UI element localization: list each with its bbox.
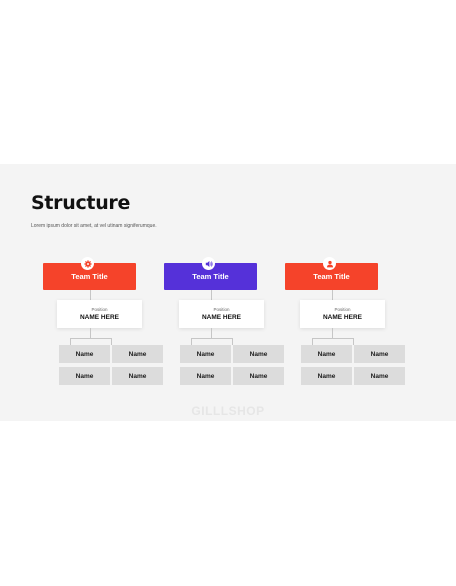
name-box: Name: [59, 345, 110, 363]
connector-line: [191, 338, 232, 339]
slide-subtitle: Lorem ipsum dolor sit amet, at vel utina…: [31, 223, 157, 229]
gear-icon: [81, 257, 94, 270]
team-title: Team Title: [313, 272, 350, 281]
position-card: Position NAME HERE: [57, 300, 142, 328]
user-icon: [323, 257, 336, 270]
name-box: Name: [180, 345, 231, 363]
connector-line: [90, 290, 91, 300]
team-title: Team Title: [71, 272, 108, 281]
position-label: Position: [213, 307, 230, 312]
connector-line: [232, 338, 233, 345]
connector-line: [70, 338, 71, 345]
connector-line: [211, 328, 212, 338]
team-column-1: Team Title Position NAME HERE N: [41, 249, 163, 389]
position-label: Position: [91, 307, 108, 312]
connector-line: [111, 338, 112, 345]
connector-line: [312, 338, 353, 339]
team-column-3: Team Title Position NAME HERE Name Name …: [283, 249, 405, 389]
watermark: GILLLSHOP: [191, 404, 265, 418]
connector-line: [211, 290, 212, 300]
team-title: Team Title: [192, 272, 229, 281]
name-box: Name: [301, 367, 352, 385]
name-box: Name: [233, 367, 284, 385]
slide-title: Structure: [31, 192, 131, 214]
connector-line: [70, 338, 111, 339]
team-column-2: Team Title Position NAME HERE Name Name …: [162, 249, 284, 389]
position-card: Position NAME HERE: [300, 300, 385, 328]
connector-line: [332, 328, 333, 338]
position-label: Position: [334, 307, 351, 312]
name-box: Name: [301, 345, 352, 363]
connector-line: [332, 290, 333, 300]
name-box: Name: [59, 367, 110, 385]
name-box: Name: [112, 367, 163, 385]
connector-line: [353, 338, 354, 345]
connector-line: [191, 338, 192, 345]
position-name: NAME HERE: [201, 314, 241, 321]
speaker-icon: [202, 257, 215, 270]
position-name: NAME HERE: [322, 314, 362, 321]
connector-line: [90, 328, 91, 338]
name-box: Name: [180, 367, 231, 385]
name-box: Name: [112, 345, 163, 363]
slide: Structure Lorem ipsum dolor sit amet, at…: [0, 164, 456, 421]
position-name: NAME HERE: [79, 314, 119, 321]
name-box: Name: [354, 345, 405, 363]
position-card: Position NAME HERE: [179, 300, 264, 328]
name-box: Name: [233, 345, 284, 363]
name-box: Name: [354, 367, 405, 385]
connector-line: [312, 338, 313, 345]
